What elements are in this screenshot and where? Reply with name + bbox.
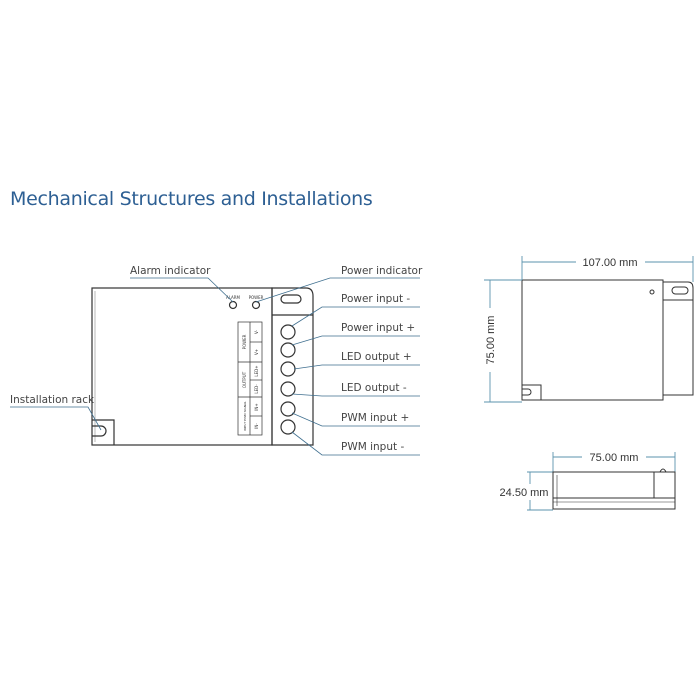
dim-top-height: 75.00 mm	[485, 316, 497, 365]
terminal-screws	[280, 324, 296, 435]
dim-top-width: 107.00 mm	[582, 257, 637, 269]
terminal-label: LED output -	[341, 382, 407, 394]
installation-rack	[92, 419, 115, 445]
alarm-indicator-label: Alarm indicator	[130, 265, 211, 277]
alarm-text: ALARM	[226, 295, 241, 300]
power-led	[251, 300, 261, 310]
mount-slot	[280, 294, 302, 304]
page-title: Mechanical Structures and Installations	[10, 188, 373, 210]
pin-label: V+	[254, 349, 259, 355]
installation-rack-label: Installation rack	[10, 394, 95, 406]
alarm-led	[228, 300, 238, 310]
group-power: POWER	[242, 334, 247, 349]
pin-label: IN-	[254, 423, 259, 429]
device-top-view	[521, 279, 694, 401]
terminal-label: Power input -	[341, 293, 410, 305]
dim-side-width: 75.00 mm	[590, 452, 639, 464]
callout-lines	[10, 277, 420, 456]
device-front-view	[91, 287, 314, 446]
pin-label: IN+	[254, 403, 259, 411]
terminal-label: PWM input +	[341, 412, 409, 424]
terminal-label: PWM input -	[341, 441, 404, 453]
dim-side-height: 24.50 mm	[500, 487, 549, 499]
power-indicator-label: Power indicator	[341, 265, 423, 277]
label-table	[237, 321, 263, 436]
power-text: POWER	[249, 295, 264, 300]
group-output: OUTPUT	[242, 371, 247, 388]
group-input: INPUT PWM SIGNAL	[243, 401, 247, 431]
pin-label: V-	[254, 329, 259, 334]
device-side-view	[552, 468, 676, 510]
terminal-label: Power input +	[341, 322, 415, 334]
pin-label: LED-	[254, 384, 259, 394]
terminal-label: LED output +	[341, 351, 412, 363]
pin-label: LED+	[254, 365, 259, 376]
dimension-lines	[484, 256, 694, 511]
